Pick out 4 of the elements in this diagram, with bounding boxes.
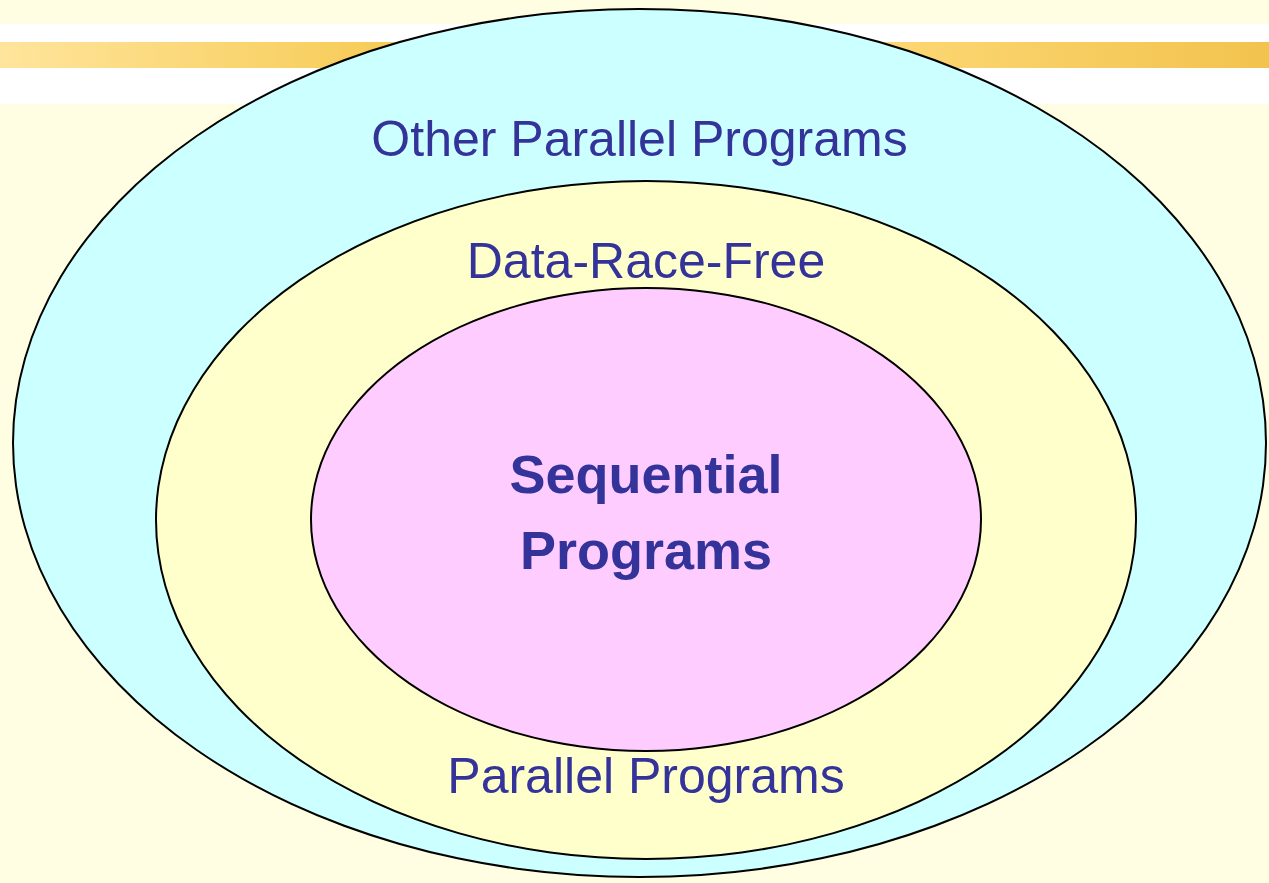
set-label: Parallel Programs — [447, 747, 845, 805]
set-label: Data-Race-Free — [466, 232, 826, 290]
set-label: Other Parallel Programs — [371, 110, 908, 168]
set-label: Sequential Programs — [508, 443, 784, 582]
